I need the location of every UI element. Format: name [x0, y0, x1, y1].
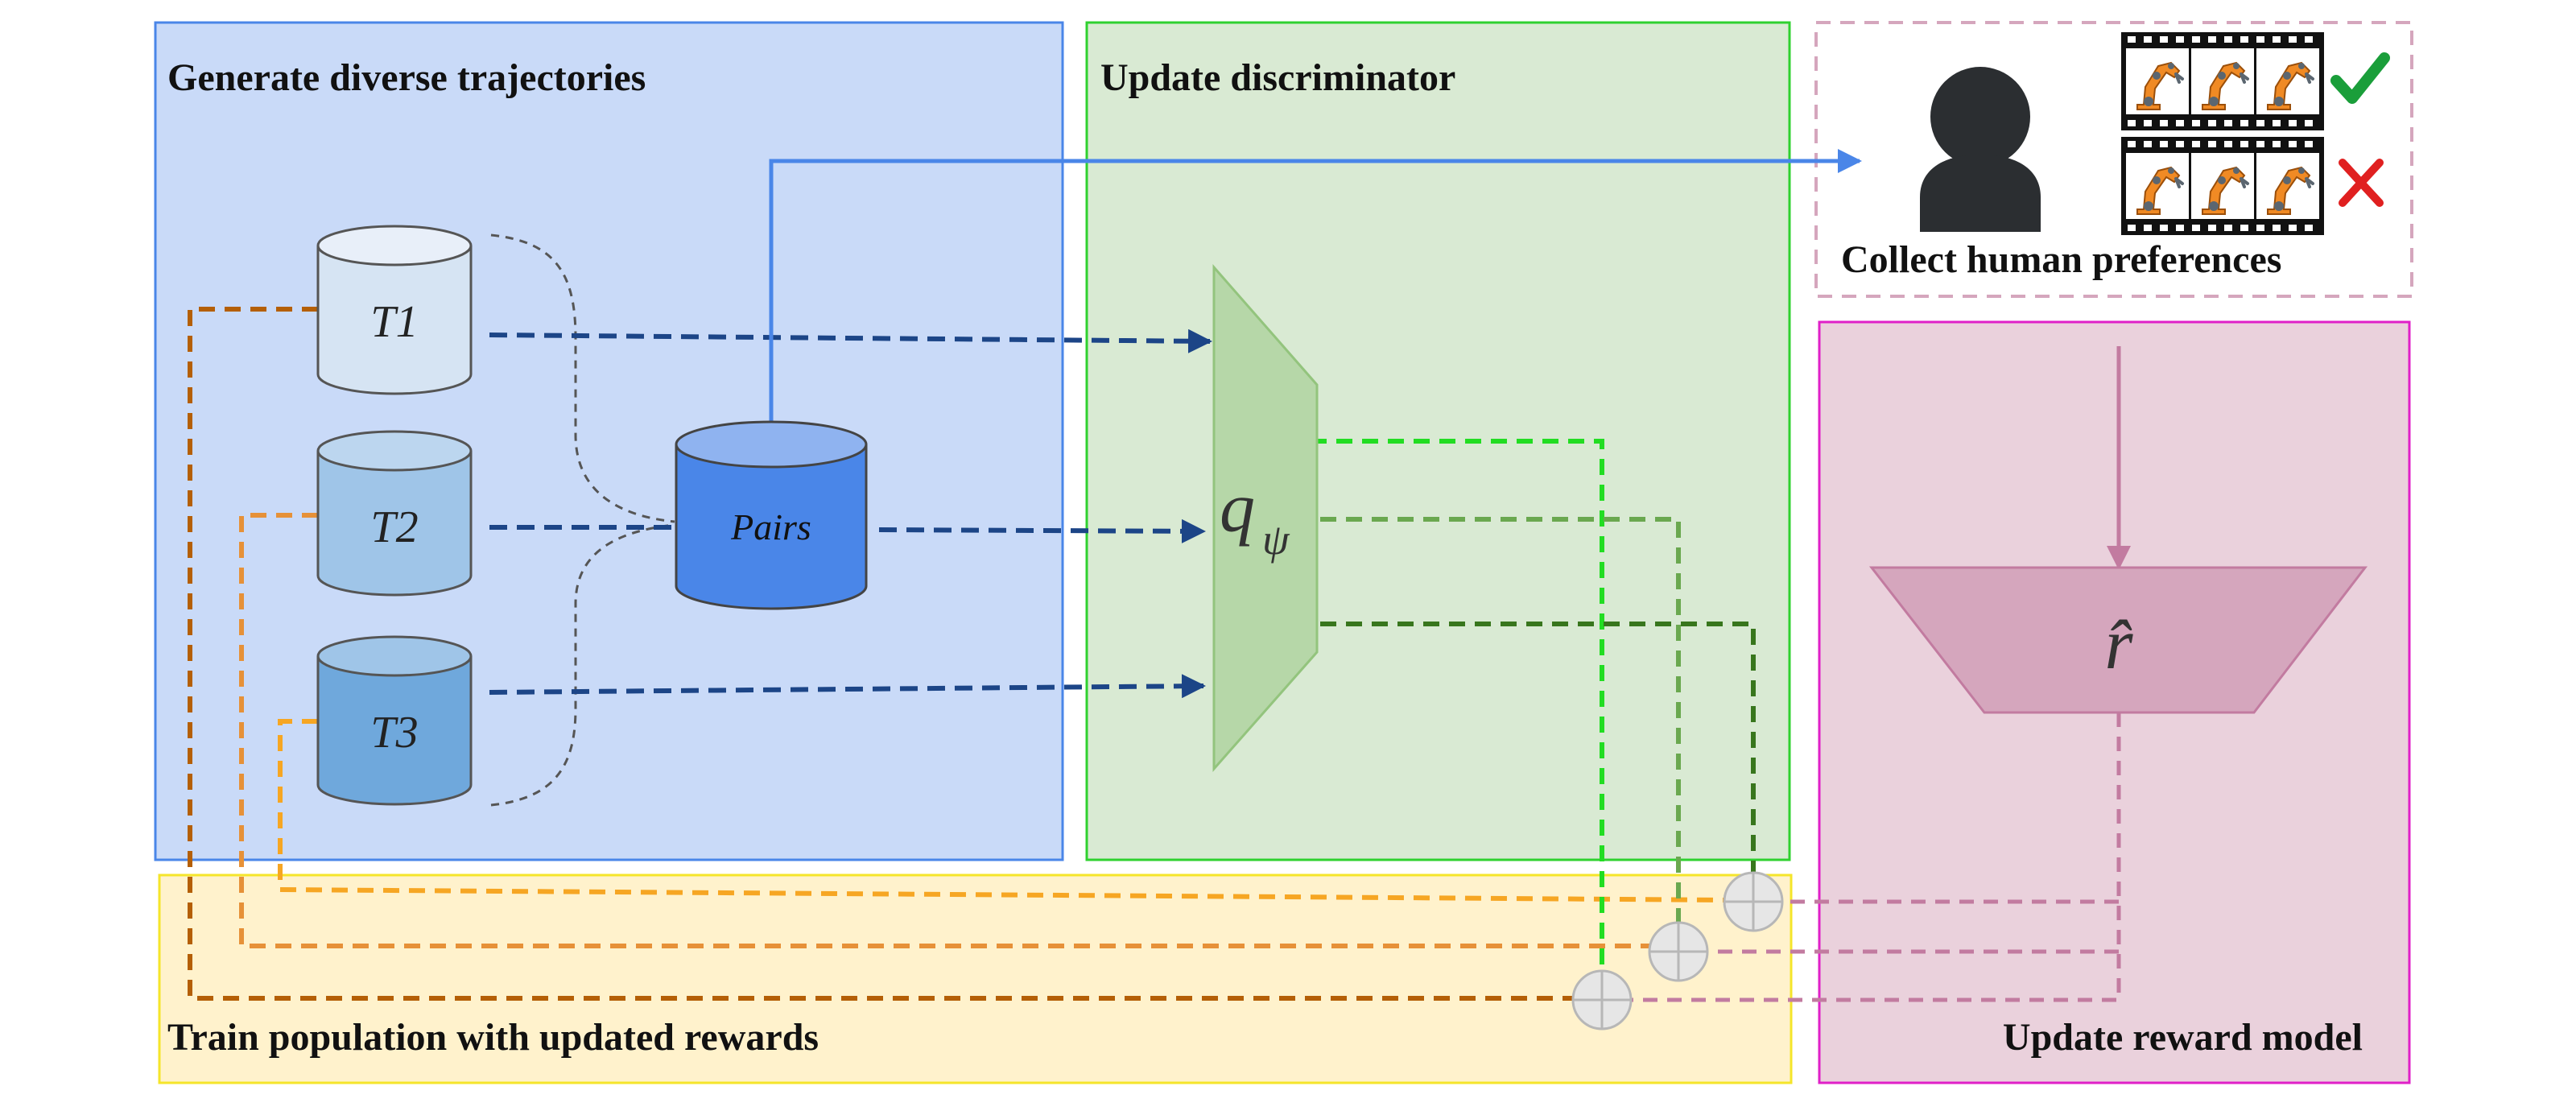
database-pairs-label: Pairs: [730, 506, 811, 547]
query-arrow: [769, 149, 1862, 425]
feedback-lines: [188, 307, 1730, 1001]
feedback-t2-line: [239, 513, 1650, 948]
connector-t3-pairs: [490, 523, 675, 807]
disc-output-mid: [1320, 517, 1681, 922]
disc-output-dark: [1320, 622, 1756, 878]
discriminator-q-label: q: [1220, 469, 1255, 547]
train-panel: [158, 874, 1793, 1084]
human-title: Collect human preferences: [1841, 238, 2281, 281]
trajectory-arrows: [489, 328, 1212, 699]
disc-output-bright: [1311, 439, 1604, 970]
discriminator-node: q ψ: [1212, 264, 1319, 772]
database-t3-label: T3: [370, 708, 418, 758]
arrow-t1-disc: [489, 328, 1212, 353]
reward-outputs: [1630, 712, 2121, 1002]
database-t2-label: T2: [370, 502, 418, 552]
person-icon: [1920, 67, 2041, 232]
discriminator-title: Update discriminator: [1100, 56, 1455, 99]
discriminator-panel: [1085, 21, 1791, 861]
database-pairs: Pairs: [675, 420, 868, 610]
reward-title: Update reward model: [2003, 1016, 2363, 1059]
train-title: Train population with updated rewards: [167, 1016, 819, 1059]
reward-output-main: [1630, 712, 2121, 1002]
reward-node: r̂: [1868, 566, 2368, 714]
sum-node-mid: [1648, 921, 1709, 982]
feedback-t1-line: [188, 307, 1578, 1001]
sum-node-top: [1723, 871, 1784, 932]
discriminator-outputs: [1311, 439, 1756, 970]
generate-title: Generate diverse trajectories: [167, 56, 646, 99]
cross-icon: [2339, 159, 2384, 207]
film-strip-rejected: [2121, 137, 2324, 235]
database-t1: T1: [316, 225, 473, 395]
gray-connectors: [490, 233, 675, 807]
database-t3: T3: [316, 635, 473, 806]
checkmark-icon: [2330, 52, 2390, 104]
film-strip-preferred: [2121, 32, 2324, 130]
database-t1-label: T1: [370, 297, 418, 347]
arrow-t3-disc: [489, 674, 1206, 699]
database-t2: T2: [316, 430, 473, 597]
feedback-t3-line: [278, 719, 1730, 902]
discriminator-psi-label: ψ: [1262, 515, 1290, 564]
sum-node-bottom: [1571, 969, 1633, 1030]
sum-nodes: [1571, 871, 1784, 1030]
generate-panel: [154, 21, 1064, 861]
reward-r-hat-label: r̂: [2104, 605, 2133, 684]
